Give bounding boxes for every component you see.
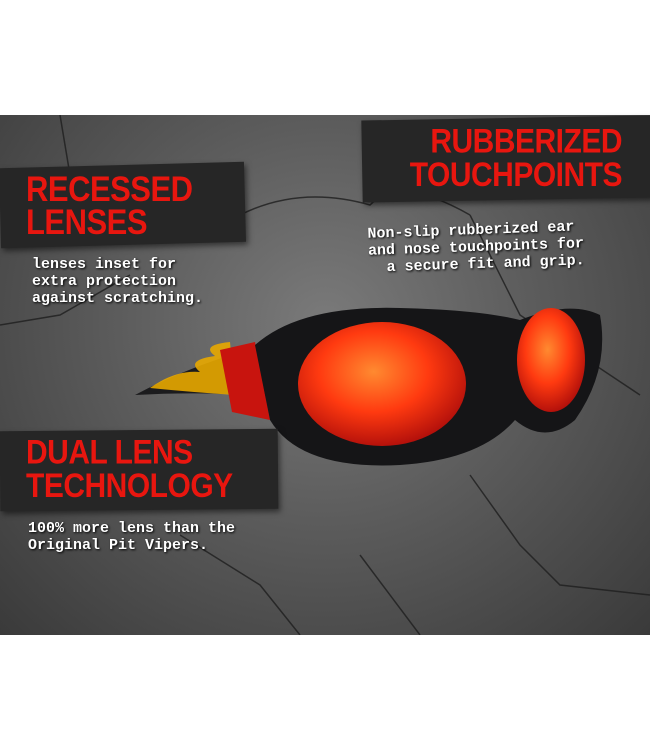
title-rubberized-touchpoints: RUBBERIZED TOUCHPOINTS: [372, 122, 623, 194]
description-rubberized-touchpoints: Non-slip rubberized ear and nose touchpo…: [367, 218, 585, 277]
description-recessed-lenses: lenses inset for extra protection agains…: [32, 256, 204, 307]
title-dual-lens-technology: DUAL LENS TECHNOLOGY: [26, 433, 233, 505]
title-line: DUAL LENS: [26, 433, 193, 472]
title-line: LENSES: [26, 202, 148, 243]
right-lens: [517, 308, 585, 412]
title-recessed-lenses: RECESSED LENSES: [26, 168, 193, 243]
cracks: [0, 115, 650, 635]
description-dual-lens-technology: 100% more lens than the Original Pit Vip…: [28, 520, 236, 554]
left-lens: [298, 322, 466, 446]
title-line: RUBBERIZED: [430, 122, 622, 161]
red-band: [220, 342, 270, 420]
title-line: TOUCHPOINTS: [409, 155, 623, 194]
title-line: RECESSED: [26, 168, 193, 209]
title-line: TECHNOLOGY: [26, 466, 233, 505]
flame-decal: [150, 342, 235, 395]
